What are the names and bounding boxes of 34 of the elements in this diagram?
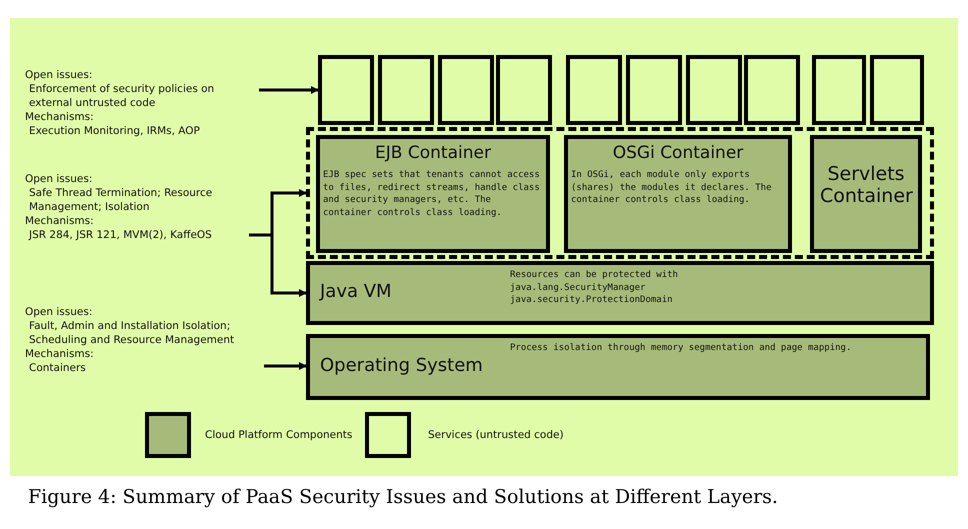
component-title: EJB Container: [374, 143, 492, 163]
component-description: In OSGi, each module only exports (shares) the modules it declares. The container controls class loading.: [571, 169, 772, 206]
service-box: [378, 55, 434, 125]
service-box: [496, 55, 552, 125]
service-box: [318, 55, 374, 125]
component-description: Process isolation through memory segmentation and page mapping.: [510, 342, 852, 354]
component-title: OSGi Container: [612, 143, 744, 163]
issues-note: Open issues: Enforcement of security policies on external untrusted code Mechanisms: Execution Monitoring, IRMs, AOP: [25, 68, 255, 138]
component-box: [316, 135, 550, 253]
service-box: [812, 55, 866, 125]
legend-label: Services (untrusted code): [428, 428, 564, 442]
service-box: [566, 55, 622, 125]
service-box: [686, 55, 742, 125]
figure-caption: Figure 4: Summary of PaaS Security Issues and Solutions at Different Layers.: [28, 486, 778, 508]
service-box: [870, 55, 924, 125]
issues-note: Open issues: Fault, Admin and Installation Isolation; Scheduling and Resource Management Mechanisms: Containers: [25, 305, 260, 375]
arrow: [259, 86, 319, 94]
component-title: Operating System: [320, 355, 484, 376]
service-box: [626, 55, 682, 125]
legend-label: Cloud Platform Components: [205, 428, 352, 442]
component-box: [564, 135, 792, 253]
arrow: [264, 362, 307, 370]
dashed-container-box: [306, 127, 934, 259]
component-description: EJB spec sets that tenants cannot access to files, redirect streams, handle class and security managers, etc. The container controls class loading.: [323, 169, 541, 219]
component-description: Resources can be protected with java.lang.SecurityManager java.security.ProtectionDomain: [510, 269, 679, 306]
service-box: [744, 55, 800, 125]
component-title: Servlets Container: [820, 163, 912, 207]
component-title: Java VM: [320, 281, 393, 302]
component-box: [306, 261, 934, 325]
service-box: [438, 55, 494, 125]
arrow: [249, 234, 307, 297]
component-box: [810, 135, 922, 253]
issues-note: Open issues: Safe Thread Termination; Resource Management; Isolation Mechanisms: JSR 284, JSR 121, MVM(2), KaffeOS: [25, 172, 245, 242]
component-box: [306, 334, 930, 400]
